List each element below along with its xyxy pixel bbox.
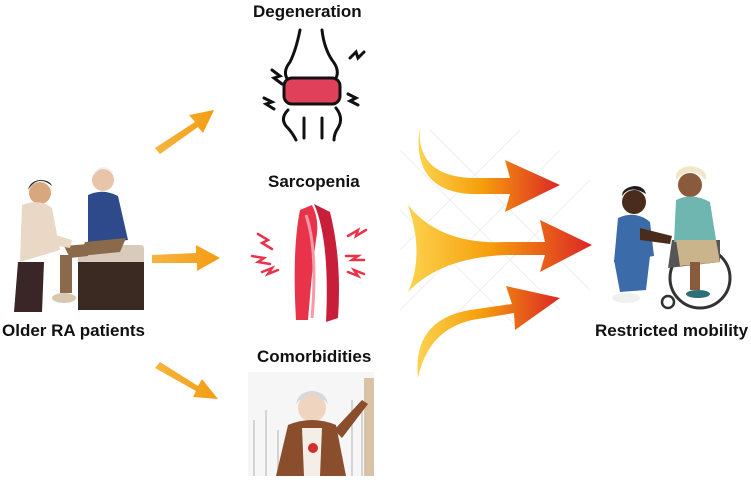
factor-label-sarcopenia: Sarcopenia bbox=[268, 172, 360, 191]
doctor-patient-illustration bbox=[14, 167, 144, 312]
big-arrow-middle bbox=[408, 205, 592, 292]
watermark-grid bbox=[399, 129, 591, 331]
arrow-to-sarcopenia bbox=[152, 245, 220, 271]
factor-label-comorbidities: Comorbidities bbox=[257, 347, 372, 366]
source-label: Older RA patients bbox=[2, 321, 145, 340]
big-arrow-bottom bbox=[417, 286, 560, 378]
muscle-pain-icon bbox=[250, 204, 368, 322]
arrow-to-comorbidities bbox=[155, 362, 218, 399]
joint-pain-icon bbox=[262, 28, 366, 142]
outcome-label: Restricted mobility bbox=[595, 321, 749, 340]
arrow-to-degeneration bbox=[155, 110, 214, 154]
big-arrow-top bbox=[418, 125, 560, 212]
caregiver-wheelchair-illustration bbox=[612, 166, 732, 310]
elderly-woman-chest-pain bbox=[248, 372, 374, 476]
factor-label-degeneration: Degeneration bbox=[253, 2, 362, 21]
